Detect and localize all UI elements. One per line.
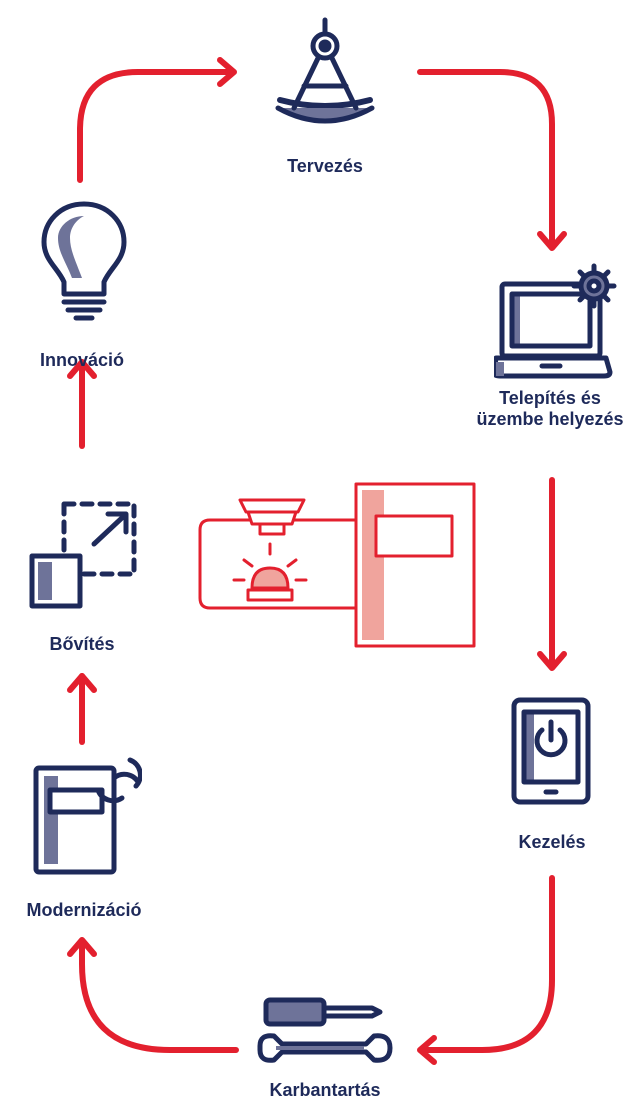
stage-label-modernizacio: Modernizáció bbox=[26, 900, 142, 920]
tools-icon bbox=[257, 997, 393, 1063]
stage-label-telepites-line2: üzembe helyezés bbox=[476, 409, 624, 429]
stage-label-kezeles: Kezelés bbox=[518, 832, 586, 852]
arrowhead-tervezes bbox=[217, 57, 237, 87]
tablet-power-icon bbox=[511, 697, 591, 805]
arrowhead-modernizacio bbox=[67, 937, 97, 957]
stage-label-telepites: Telepítés és üzembe helyezés bbox=[460, 388, 640, 430]
arrowhead-karbantartas bbox=[417, 1035, 437, 1065]
arrowhead-telepites bbox=[537, 231, 567, 251]
arrow-innovacio-to-tervezes bbox=[77, 69, 235, 183]
control-panel-refresh-icon bbox=[33, 757, 142, 875]
arrowhead-bovites bbox=[67, 673, 97, 693]
stage-label-karbantartas: Karbantartás bbox=[269, 1080, 381, 1100]
stage-label-tervezes: Tervezés bbox=[287, 156, 363, 176]
fire-alarm-system-icon bbox=[198, 482, 476, 648]
lightbulb-icon bbox=[41, 201, 127, 321]
stage-label-bovites: Bővítés bbox=[49, 634, 115, 654]
stage-label-innovacio: Innováció bbox=[39, 350, 124, 370]
arrowhead-kezeles bbox=[537, 651, 567, 671]
arrowhead-innovacio bbox=[67, 359, 97, 379]
arrow-karbantartas-to-modernizacio bbox=[79, 939, 239, 1053]
stage-label-telepites-line1: Telepítés és bbox=[499, 388, 601, 408]
expand-icon bbox=[29, 501, 137, 609]
arrow-tervezes-to-telepites bbox=[417, 69, 555, 249]
arrow-kezeles-to-karbantartas bbox=[419, 875, 555, 1053]
laptop-gear-icon bbox=[494, 263, 617, 379]
compass-icon bbox=[275, 17, 375, 124]
